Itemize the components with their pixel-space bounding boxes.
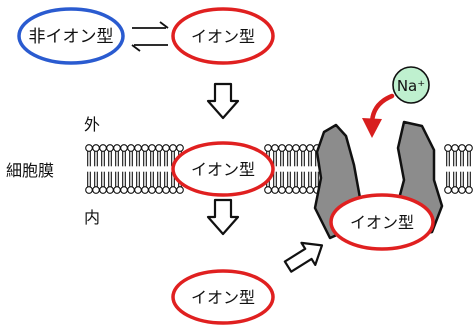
lipid-head — [120, 144, 128, 152]
lipid-head — [85, 144, 93, 152]
lipid-head — [99, 144, 107, 152]
lipid-head — [278, 186, 286, 194]
lipid-head — [176, 144, 184, 152]
ionic-membrane-label: イオン型 — [191, 160, 255, 179]
lipid-head — [458, 144, 466, 152]
lipid-head — [299, 186, 307, 194]
lipid-head — [148, 144, 156, 152]
nonionic-label: 非イオン型 — [29, 27, 114, 47]
outside-label: 外 — [84, 115, 100, 134]
lipid-head — [148, 186, 156, 194]
lipid-head — [451, 144, 459, 152]
lipid-head — [113, 186, 121, 194]
lipid-head — [85, 186, 93, 194]
lipid-head — [465, 186, 473, 194]
lipid-head — [169, 144, 177, 152]
lipid-head — [127, 144, 135, 152]
lipid-head — [299, 144, 307, 152]
sodium-ion-badge: Na⁺ — [392, 66, 430, 104]
ionic-form-top: イオン型 — [171, 7, 275, 65]
diagonal-arrow-icon — [283, 241, 324, 273]
lipid-head — [306, 144, 314, 152]
lipid-head — [306, 186, 314, 194]
lipid-head — [271, 144, 279, 152]
lipid-head — [141, 186, 149, 194]
sodium-entry-arrow-icon — [362, 93, 395, 138]
lipid-head — [444, 144, 452, 152]
ionic-bottom-label: イオン型 — [191, 288, 255, 307]
nonionic-form: 非イオン型 — [17, 7, 125, 65]
lipid-head — [176, 186, 184, 194]
sodium-ion-label: Na⁺ — [397, 77, 425, 95]
ionic-form-bottom: イオン型 — [171, 269, 275, 325]
ionic-form-inside-cell: イオン型 — [329, 193, 435, 251]
inside-label: 内 — [84, 208, 100, 227]
lipid-head — [292, 186, 300, 194]
lipid-head — [106, 186, 114, 194]
lipid-head — [92, 186, 100, 194]
lipid-head — [465, 144, 473, 152]
lipid-head — [113, 144, 121, 152]
lipid-head — [444, 186, 452, 194]
lipid-head — [99, 186, 107, 194]
lipid-head — [264, 144, 272, 152]
lipid-head — [169, 186, 177, 194]
lipid-head — [285, 144, 293, 152]
membrane-label: 細胞膜 — [6, 161, 54, 180]
lipid-head — [106, 144, 114, 152]
lipid-head — [155, 144, 163, 152]
lipid-head — [292, 144, 300, 152]
lipid-head — [162, 186, 170, 194]
ionic-form-membrane: イオン型 — [171, 141, 275, 197]
down-arrow-icon — [206, 198, 240, 236]
equilibrium-arrows — [131, 21, 169, 52]
down-arrow-icon — [206, 82, 240, 120]
lipid-head — [155, 186, 163, 194]
lipid-head — [120, 186, 128, 194]
lipid-head — [451, 186, 459, 194]
ionic-inside-cell-label: イオン型 — [350, 213, 414, 232]
lipid-head — [458, 186, 466, 194]
lipid-head — [278, 144, 286, 152]
lipid-head — [271, 186, 279, 194]
lipid-head — [134, 144, 142, 152]
ionic-top-label: イオン型 — [191, 27, 255, 46]
lipid-head — [141, 144, 149, 152]
lipid-head — [162, 144, 170, 152]
lipid-head — [264, 186, 272, 194]
lipid-head — [127, 186, 135, 194]
lipid-head — [134, 186, 142, 194]
lipid-head — [92, 144, 100, 152]
lipid-head — [285, 186, 293, 194]
